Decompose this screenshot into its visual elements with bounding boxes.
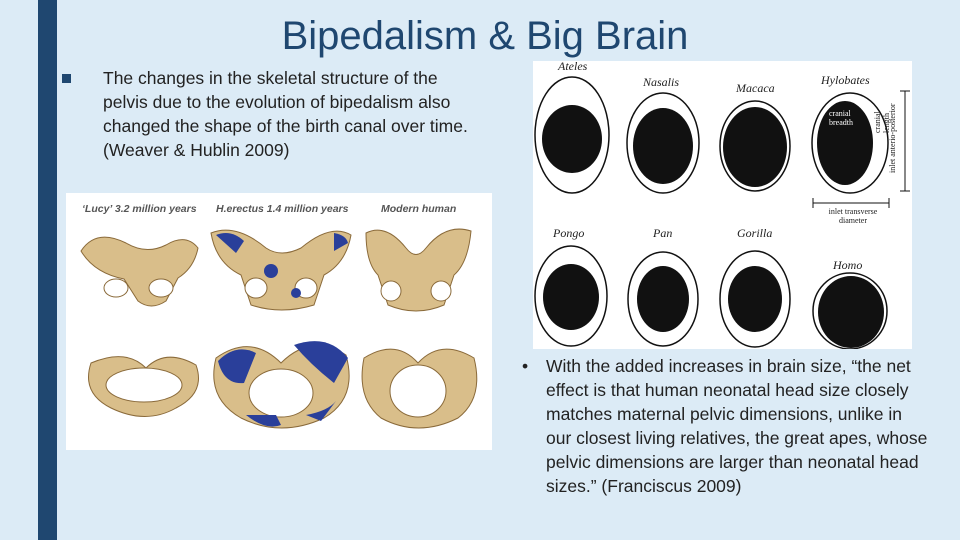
pelvis-drawings [80, 228, 478, 429]
macaca-head [723, 107, 787, 187]
erectus-pelvis-top [213, 341, 350, 429]
slide-title: Bipedalism & Big Brain [281, 14, 689, 58]
square-bullet-icon [62, 74, 71, 83]
label-inlet-transverse: inlet transverse diameter [828, 207, 878, 225]
canal-drawings [534, 76, 910, 349]
ateles-head [542, 105, 602, 173]
bullet-brain-size-text: With the added increases in brain size, … [546, 356, 928, 496]
label-macaca: Macaca [736, 81, 775, 95]
nasalis-head [633, 108, 693, 184]
label-pan: Pan [653, 226, 673, 240]
caption-lucy: ‘Lucy’ 3.2 million years [82, 203, 197, 215]
label-ateles: Ateles [558, 59, 588, 73]
gorilla-head [728, 266, 782, 332]
pelvis-comparison-image: ‘Lucy’ 3.2 million years H.erectus 1.4 m… [66, 193, 492, 450]
lucy-pelvis-front [80, 236, 199, 307]
caption-erectus: H.erectus 1.4 million years [216, 203, 349, 215]
lucy-pelvis-top [88, 356, 199, 417]
bullet-pelvis-text: The changes in the skeletal structure of… [103, 68, 468, 160]
left-accent-bar [38, 0, 57, 540]
homo-head [818, 276, 884, 348]
caption-modern: Modern human [381, 203, 457, 215]
label-nasalis: Nasalis [643, 75, 680, 89]
label-gorilla: Gorilla [737, 226, 773, 240]
pongo-head [543, 264, 599, 330]
pan-head [637, 266, 689, 332]
birth-canal-comparison-image: Ateles Nasalis Macaca Hylobates Pongo Pa… [533, 59, 912, 349]
label-cranial-breadth: cranial breadth [829, 109, 853, 127]
hylobates-head [817, 101, 873, 185]
erectus-pelvis-front [210, 229, 352, 311]
label-hylobates: Hylobates [821, 73, 870, 87]
modern-pelvis-front [365, 228, 472, 312]
label-pongo: Pongo [553, 226, 585, 240]
bullet-dot: • [522, 356, 529, 376]
label-homo: Homo [833, 258, 863, 272]
label-inlet-ap: inlet anterio-posterior [888, 103, 897, 173]
modern-pelvis-top [361, 348, 478, 429]
